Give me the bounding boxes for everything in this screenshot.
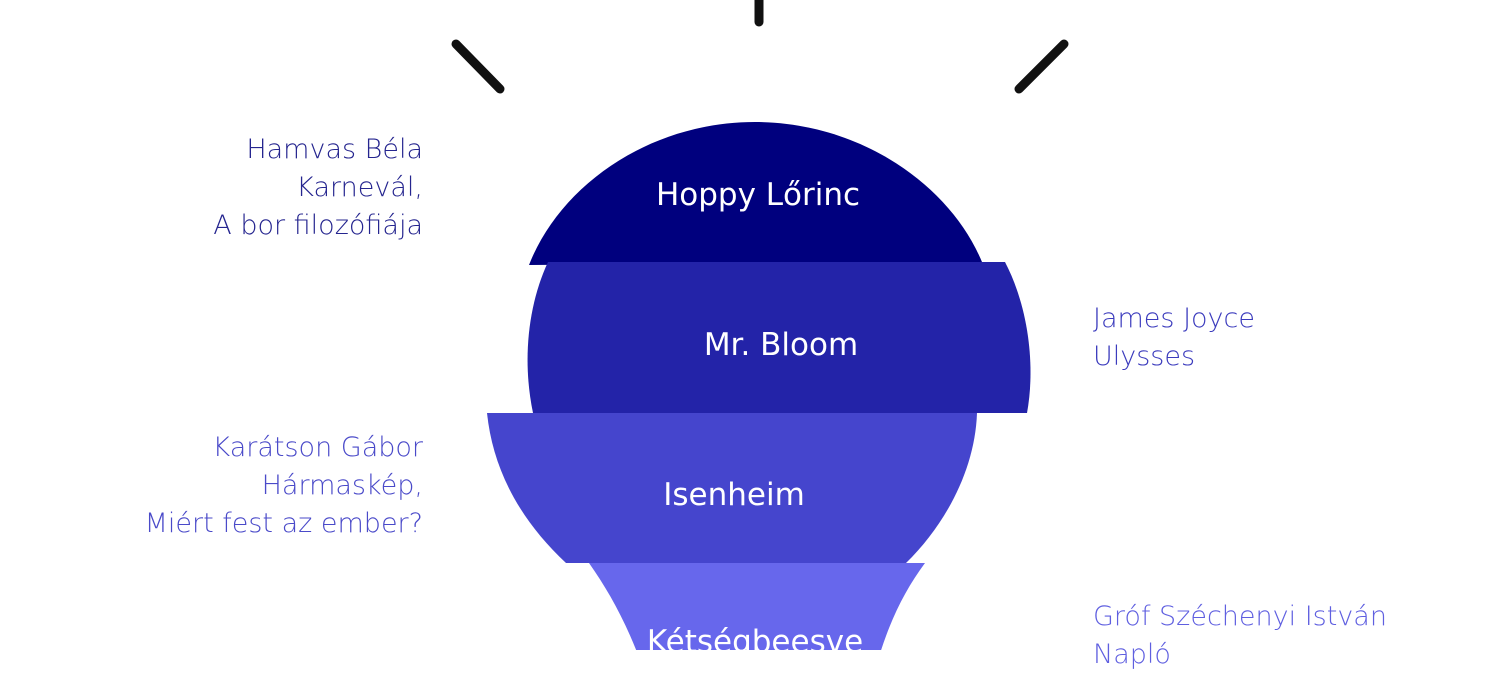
note-work: Ulysses (1093, 341, 1196, 372)
note-james-joyce: James Joyce Ulysses (1093, 300, 1255, 376)
note-karatson-gabor: Karátson Gábor Hármaskép, Miért fest az … (145, 429, 423, 543)
note-work: Hármaskép, (261, 470, 423, 501)
note-work: A bor filozófiája (213, 210, 423, 241)
note-hamvas-bela: Hamvas Béla Karnevál, A bor filozófiája (213, 131, 423, 245)
light-rays (451, 0, 1069, 94)
bulb-layer-mr-bloom (527, 262, 1031, 413)
light-ray-left (451, 39, 505, 94)
bulb-layer-hoppy-lorinc (529, 122, 982, 265)
light-ray-right (1014, 39, 1069, 94)
note-grof-szechenyi-istvan: Gróf Széchenyi István Napló (1093, 598, 1387, 674)
note-author: Hamvas Béla (246, 134, 423, 165)
bulb-layer-label-hoppy-lorinc: Hoppy Lőrinc (656, 177, 860, 213)
bulb-layer-label-isenheim: Isenheim (663, 477, 805, 513)
note-author: Karátson Gábor (212, 432, 423, 463)
bulb-layer-ketsegbeesve (589, 563, 925, 650)
note-author: James Joyce (1093, 303, 1255, 334)
lightbulb-diagram: Hoppy Lőrinc Mr. Bloom Isenheim Kétségbe… (451, 0, 1069, 650)
note-work: Karnevál, (296, 172, 423, 203)
note-work: Miért fest az ember? (144, 508, 423, 539)
note-work: Napló (1093, 639, 1171, 670)
bulb-layer-isenheim (487, 413, 977, 563)
bulb-layer-label-mr-bloom: Mr. Bloom (704, 327, 858, 363)
note-author: Gróf Széchenyi István (1093, 601, 1387, 632)
bulb-layer-label-ketsegbeesve: Kétségbeesve (647, 624, 863, 650)
